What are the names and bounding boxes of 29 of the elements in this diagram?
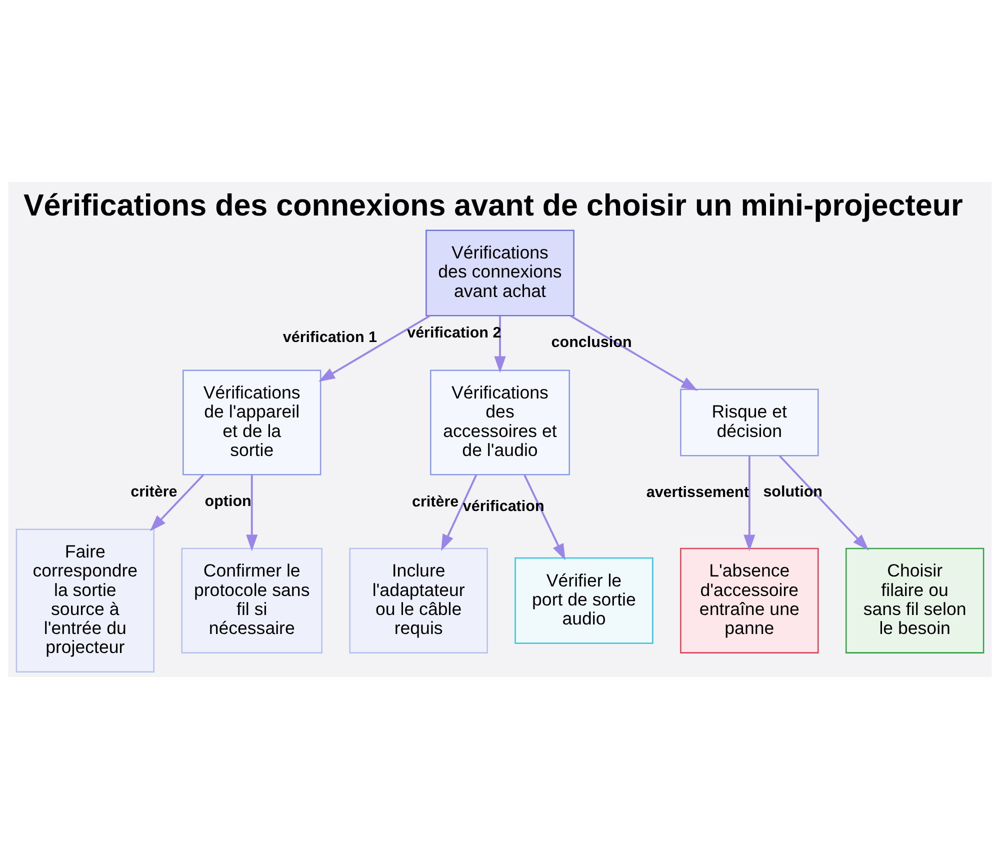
arrow [779,454,869,550]
edge-label: critère [130,482,178,500]
diagram-title: Vérifications des connexions avant de choisir un mini-projecteur [23,188,963,222]
arrow [744,455,756,551]
node-box: Confirmer le protocole sans fil si nécessaire [181,547,322,653]
node-box: Choisir filaire ou sans fil selon le besoin [845,547,984,653]
edge-label: vérification 1 [282,328,377,346]
arrow [570,314,698,390]
node-box: Risque et décision [680,388,819,456]
node-box: L'absence d'accessoire entraîne une panne [680,547,819,653]
node-box: Vérifications de l'appareil et de la sortie [182,369,322,475]
arrow [441,474,478,550]
node-box: Vérifier le port de sortie audio [514,556,654,644]
edge-label: vérification 2 [407,324,502,342]
node-box: Vérifications des accessoires et de l'audio [430,369,570,475]
arrow [494,315,506,372]
arrow [246,474,258,551]
node-box: Faire correspondre la sortie source à l'entrée du projecteur [16,528,155,672]
edge-label: avertissement [646,483,749,500]
edge-label: conclusion [551,333,632,350]
edge-label: critère [412,492,459,510]
edge-label: option [204,492,252,510]
node-box: Vérifications des connexions avant achat [426,229,574,316]
arrow [150,474,204,531]
node-box: Inclure l'adaptateur ou le câble requis [349,547,488,653]
arrow [318,314,430,382]
arrow [524,474,566,560]
edge-label: vérification [462,497,544,514]
edge-label: solution [763,482,822,500]
